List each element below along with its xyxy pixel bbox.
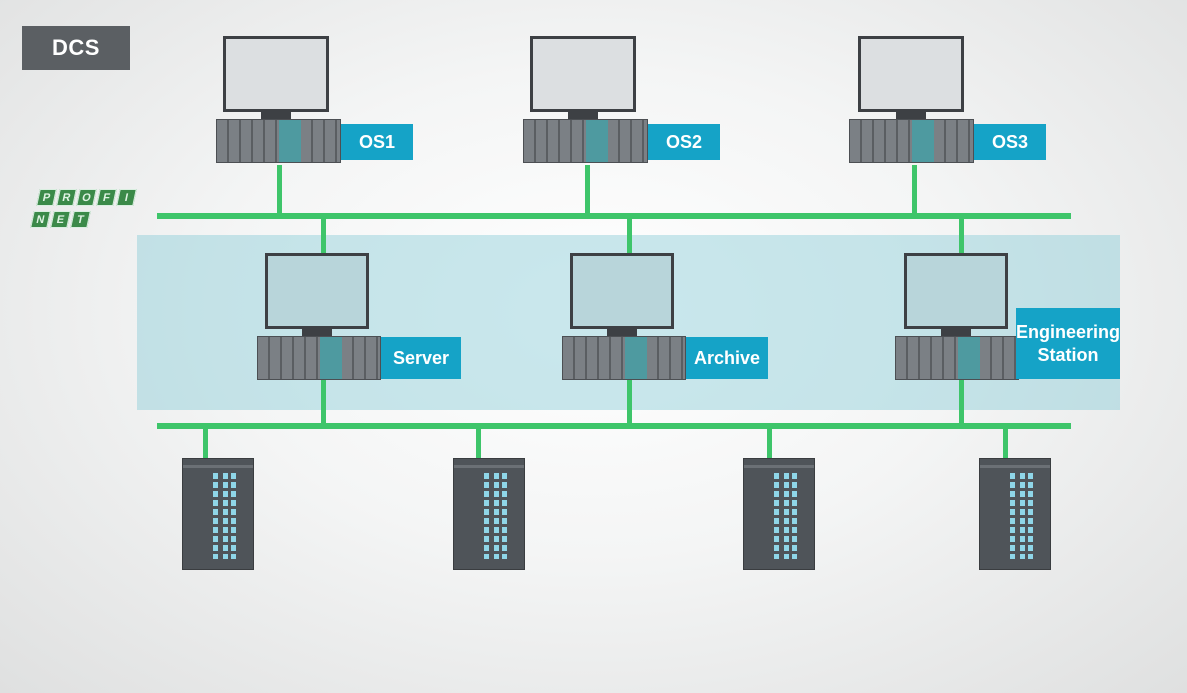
logo-letter: P — [36, 189, 57, 206]
logo-letter: T — [70, 211, 91, 228]
workstation-icon — [216, 119, 341, 163]
network-drop — [1003, 428, 1008, 460]
monitor-icon — [858, 36, 964, 119]
node-label-engineering-station: Engineering Station — [1016, 308, 1120, 379]
network-drop — [476, 428, 481, 460]
network-drop — [203, 428, 208, 460]
terminal-bus — [157, 213, 1071, 219]
network-drop — [959, 380, 964, 425]
logo-letter: E — [50, 211, 71, 228]
network-drop — [767, 428, 772, 460]
network-drop — [277, 165, 282, 215]
monitor-icon — [904, 253, 1008, 336]
network-drop — [321, 380, 326, 425]
node-label-archive: Archive — [686, 337, 768, 379]
workstation-icon — [849, 119, 974, 163]
network-drop — [627, 380, 632, 425]
logo-letter: F — [96, 189, 117, 206]
node-label-os1: OS1 — [341, 124, 413, 160]
network-drop — [321, 218, 326, 254]
monitor-icon — [570, 253, 674, 336]
workstation-icon — [257, 336, 381, 380]
logo-letter: I — [116, 189, 137, 206]
monitor-icon — [223, 36, 329, 119]
controller-icon — [182, 458, 254, 570]
network-drop — [585, 165, 590, 215]
network-drop — [959, 218, 964, 254]
network-drop — [627, 218, 632, 254]
monitor-icon — [530, 36, 636, 119]
controller-icon — [743, 458, 815, 570]
node-label-os3: OS3 — [974, 124, 1046, 160]
logo-letter: N — [30, 211, 51, 228]
logo-letter: O — [76, 189, 97, 206]
monitor-icon — [265, 253, 369, 336]
workstation-icon — [895, 336, 1019, 380]
node-label-os2: OS2 — [648, 124, 720, 160]
controller-icon — [979, 458, 1051, 570]
network-drop — [912, 165, 917, 215]
diagram-title-badge: DCS — [22, 26, 130, 70]
logo-letter: R — [56, 189, 77, 206]
plant-bus — [157, 423, 1071, 429]
workstation-icon — [523, 119, 648, 163]
controller-icon — [453, 458, 525, 570]
profinet-logo: P R O F I N E T — [30, 189, 137, 228]
node-label-server: Server — [381, 337, 461, 379]
workstation-icon — [562, 336, 686, 380]
